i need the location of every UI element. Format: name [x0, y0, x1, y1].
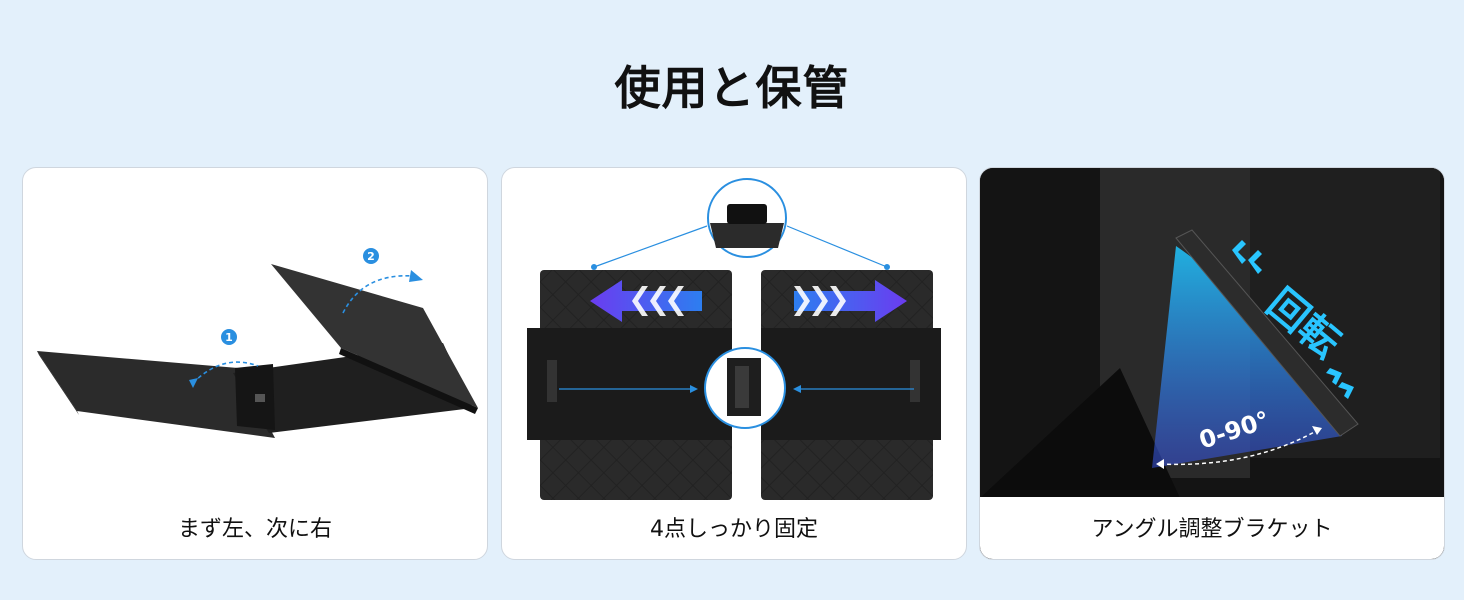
step-2-label: 2	[367, 250, 375, 263]
step-1-badge	[221, 329, 237, 345]
chevron-arrow-left-icon	[590, 280, 702, 322]
card-angle-bracket: 回転 0-90° アングル調整ブラケット	[979, 167, 1445, 560]
step-1-label: 1	[225, 331, 233, 344]
step-2-badge	[363, 248, 379, 264]
card-four-point-fix: 4点しっかり固定	[501, 167, 967, 560]
card-caption: まず左、次に右	[177, 517, 332, 542]
page-title: 使用と保管	[614, 61, 850, 115]
angle-bracket-illustration: 回転 0-90°	[980, 168, 1444, 559]
card-caption: 4点しっかり固定	[650, 517, 818, 542]
rotate-chevron-icon	[1232, 240, 1354, 399]
chevron-arrow-right-icon	[794, 280, 907, 322]
mounting-brackets-illustration	[527, 178, 941, 500]
folding-stand-illustration: 1 2	[37, 248, 478, 438]
card-fold-order: 1 2 まず左、次に右	[22, 167, 488, 560]
card-caption: アングル調整ブラケット	[980, 497, 1444, 559]
